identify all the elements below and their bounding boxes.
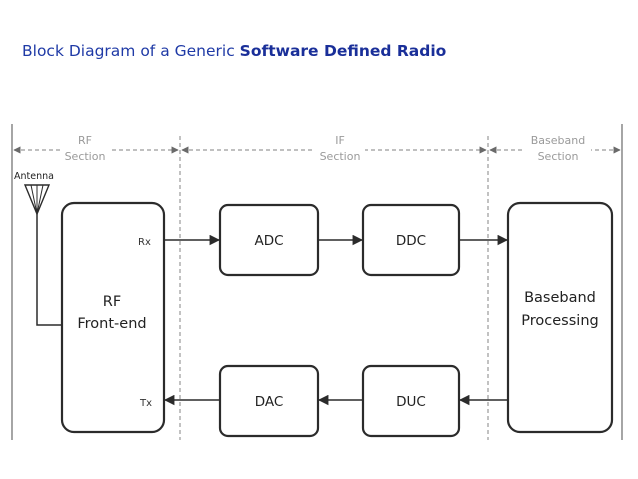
dac-label: DAC xyxy=(255,394,284,410)
title-prefix: Block Diagram of a Generic xyxy=(22,42,240,60)
baseband-label-1: Baseband xyxy=(524,290,596,306)
antenna-feed-line xyxy=(36,214,64,326)
baseband-section-label-2: Section xyxy=(538,150,579,163)
antenna-icon xyxy=(23,184,51,216)
baseband-section-label-1: Baseband xyxy=(531,134,585,147)
baseband-processing-block xyxy=(506,201,614,434)
antenna-label: Antenna xyxy=(14,171,54,182)
adc-label: ADC xyxy=(254,233,283,249)
rf-section-label-2: Section xyxy=(65,150,106,163)
ddc-label: DDC xyxy=(396,233,426,249)
if-section-label-2: Section xyxy=(320,150,361,163)
rf-frontend-label-1: RF xyxy=(103,294,121,310)
rf-section-label-1: RF xyxy=(78,134,92,147)
rf-frontend-block xyxy=(60,201,166,434)
if-section-label-1: IF xyxy=(335,134,345,147)
rf-frontend-label-2: Front-end xyxy=(77,316,146,332)
title-emphasis: Software Defined Radio xyxy=(239,42,447,60)
slide-title: Block Diagram of a Generic Software Defi… xyxy=(22,42,446,60)
rx-port-label: Rx xyxy=(138,237,151,248)
baseband-label-2: Processing xyxy=(521,313,598,329)
tx-port-label: Tx xyxy=(139,398,152,409)
duc-label: DUC xyxy=(396,394,426,410)
